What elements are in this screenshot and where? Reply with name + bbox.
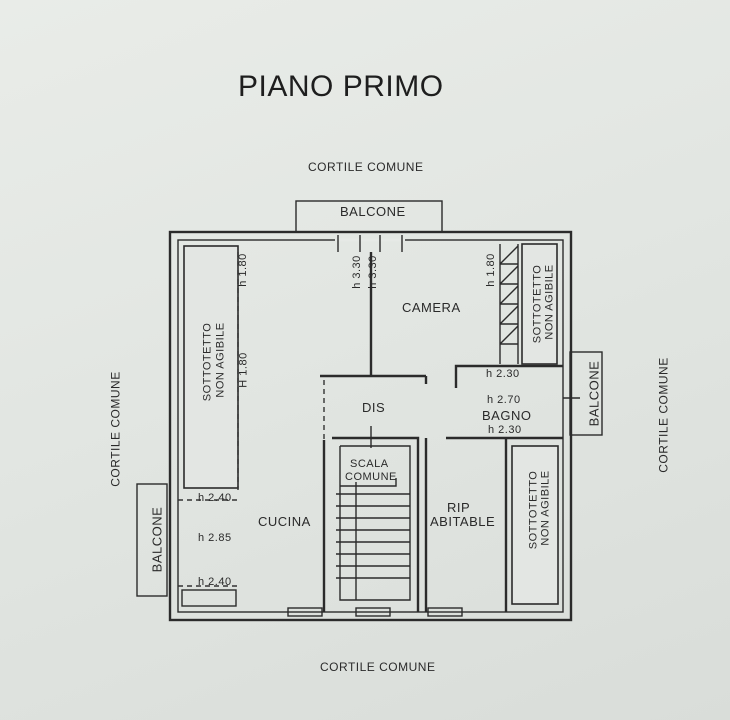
sottotetto-left-line2: NON AGIBILE	[214, 322, 227, 398]
room-rip-line2: ABITABLE	[430, 514, 496, 529]
sottotetto-bottomright	[511, 445, 559, 605]
cortile-bottom-label: CORTILE COMUNE	[320, 660, 436, 674]
height-bagno-top: h 2.30	[486, 368, 520, 380]
height-cucina-mid: h 2.85	[198, 532, 232, 544]
height-right-top: h 1.80	[484, 253, 497, 287]
balcony-left	[136, 483, 168, 597]
sottotetto-left-line1: SOTTOTETTO	[201, 322, 214, 402]
room-camera: CAMERA	[402, 300, 461, 315]
sottotetto-bottomright-line1: SOTTOTETTO	[527, 470, 540, 550]
height-bagno-mid: h 2.70	[487, 394, 521, 406]
room-cucina: CUCINA	[258, 514, 311, 529]
sottotetto-topright	[521, 243, 558, 365]
height-left-top: h 1.80	[236, 253, 249, 287]
room-scala-line1: SCALA	[350, 458, 389, 470]
balcony-left-label: BALCONE	[149, 506, 165, 573]
room-scala-line2: COMUNE	[345, 471, 397, 483]
height-bagno-bot: h 2.30	[488, 424, 522, 436]
height-cucina-top: h 2.40	[198, 492, 232, 504]
room-dis: DIS	[362, 400, 386, 415]
page-title: PIANO PRIMO	[238, 70, 444, 103]
outer-wall	[168, 230, 573, 622]
height-cucina-bot: h 2.40	[198, 576, 232, 588]
height-center-2: h 3.30	[366, 255, 379, 289]
sottotetto-topright-line2: NON AGIBILE	[543, 264, 556, 340]
height-left-mid: H 1.80	[237, 352, 250, 388]
balcony-right-label: BALCONE	[586, 360, 602, 427]
sottotetto-topright-line1: SOTTOTETTO	[531, 264, 544, 344]
sottotetto-bottomright-line2: NON AGIBILE	[539, 470, 552, 546]
cortile-top-label: CORTILE COMUNE	[308, 160, 424, 174]
balcony-top-label: BALCONE	[340, 204, 406, 219]
room-bagno: BAGNO	[482, 408, 532, 423]
room-rip-line1: RIP	[447, 500, 471, 515]
height-center-1: h 3.30	[350, 255, 363, 289]
sottotetto-left	[183, 245, 239, 489]
